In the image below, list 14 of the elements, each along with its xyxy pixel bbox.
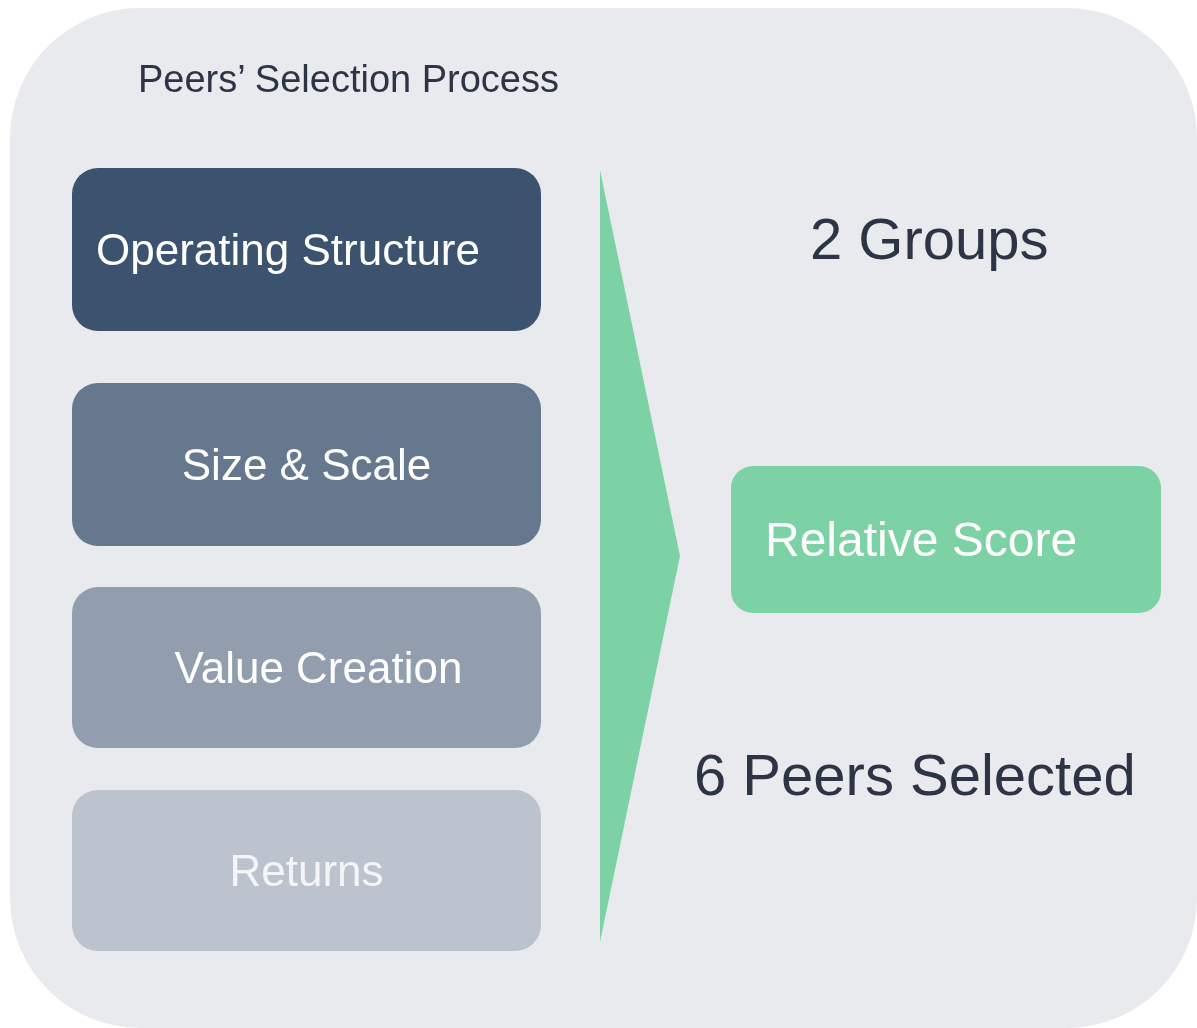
result-text: 2 Groups xyxy=(810,205,1049,272)
panel-background xyxy=(10,8,1197,1028)
process-box xyxy=(72,587,541,748)
process-box xyxy=(72,383,541,546)
box-label: Size & Scale xyxy=(181,439,432,490)
result-text: 6 Peers Selected xyxy=(694,741,1136,808)
process-box xyxy=(731,466,1161,613)
box-label: Operating Structure xyxy=(96,224,480,275)
process-box xyxy=(72,790,541,951)
panel-title: Peers’ Selection Process xyxy=(138,58,559,101)
box-label: Relative Score xyxy=(765,512,1078,567)
box-label: Returns xyxy=(229,845,384,896)
box-label: Value Creation xyxy=(174,642,463,693)
process-box xyxy=(72,168,541,331)
